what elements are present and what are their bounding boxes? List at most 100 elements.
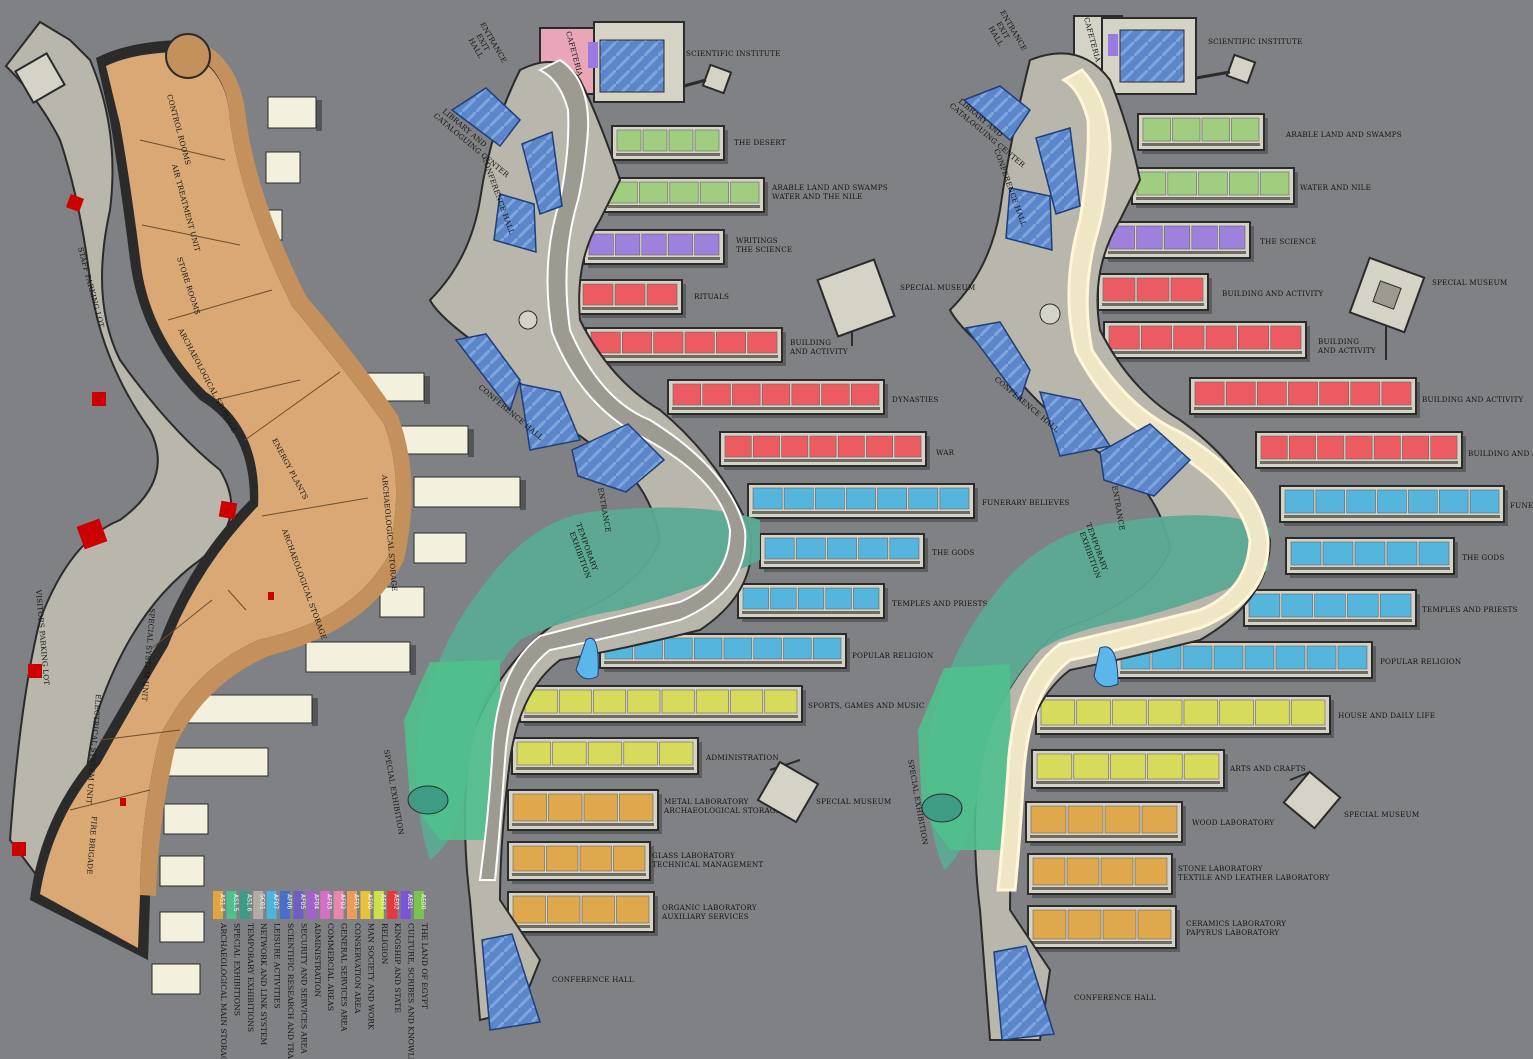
gallery-room bbox=[1194, 381, 1225, 406]
gallery-room bbox=[1076, 699, 1111, 726]
legend-label: CULTURE, SCRIBES AND KNOWLEDGE bbox=[407, 923, 416, 1059]
gallery-room bbox=[747, 331, 778, 354]
gallery-label: DYNASTIES bbox=[892, 395, 939, 404]
gallery-room bbox=[1377, 489, 1407, 514]
gallery-room bbox=[827, 537, 857, 560]
gallery-room bbox=[1260, 435, 1288, 460]
gallery-room bbox=[1345, 435, 1373, 460]
right-gallery-building-1: BUILDING AND ACTIVITY bbox=[1097, 273, 1323, 314]
legend-code: AF02 bbox=[339, 894, 346, 909]
gallery-room bbox=[667, 233, 693, 256]
legend-swatch bbox=[280, 891, 290, 919]
gallery-room bbox=[1136, 225, 1163, 250]
gallery-room bbox=[615, 233, 641, 256]
gallery-room bbox=[1213, 645, 1244, 670]
gallery-room bbox=[623, 741, 658, 766]
gallery-room bbox=[1183, 699, 1219, 726]
gallery-label: FUNERARY BELIEVES bbox=[982, 498, 1070, 507]
gallery-dynasties: DYNASTIES bbox=[667, 379, 939, 418]
special-museum-lower-middle: SPECIAL MUSEUM bbox=[756, 759, 891, 824]
gallery-room bbox=[1315, 489, 1346, 514]
gallery-room bbox=[1438, 489, 1469, 514]
gallery-room bbox=[1430, 435, 1458, 460]
gallery-room bbox=[781, 435, 809, 458]
legend-code: AF03 bbox=[326, 894, 333, 909]
gallery-room bbox=[1402, 435, 1430, 460]
label-special-museum-b: SPECIAL MUSEUM bbox=[816, 797, 891, 806]
gallery-room bbox=[583, 793, 618, 822]
gallery-room bbox=[732, 383, 761, 406]
legend-swatch bbox=[347, 891, 357, 919]
gallery-room bbox=[581, 895, 615, 924]
gallery-room bbox=[1110, 753, 1146, 780]
gallery-room bbox=[1288, 435, 1316, 460]
gallery-room bbox=[1319, 381, 1350, 406]
gallery-room bbox=[764, 537, 795, 560]
right-gallery-popular: POPULAR RELIGION bbox=[1115, 641, 1461, 682]
gallery-room bbox=[1141, 805, 1178, 834]
legend-swatch bbox=[320, 891, 331, 919]
conference-hall-upper bbox=[521, 130, 563, 215]
gallery-room bbox=[1469, 489, 1500, 514]
legend-swatch bbox=[213, 891, 223, 919]
gallery-room bbox=[783, 487, 814, 510]
gallery-rituals: RITUALS bbox=[577, 279, 729, 318]
gallery-room bbox=[770, 587, 797, 610]
gallery-sports: SPORTS, GAMES AND MUSIC bbox=[519, 685, 925, 726]
legend-swatch bbox=[253, 891, 264, 919]
middle-temporary-exhibition bbox=[416, 507, 760, 860]
gallery-room bbox=[1147, 699, 1183, 726]
gallery-room bbox=[1183, 753, 1220, 780]
gallery-room bbox=[1073, 753, 1109, 780]
legend-swatch bbox=[333, 891, 344, 919]
gallery-room bbox=[1290, 541, 1322, 566]
gallery-room bbox=[939, 487, 970, 510]
gallery-room bbox=[1386, 541, 1418, 566]
gallery-label: RITUALS bbox=[694, 292, 729, 301]
gallery-room bbox=[1306, 645, 1337, 670]
wing-shadows bbox=[312, 100, 526, 726]
special-museums: SPECIAL MUSEUM SPECIAL MUSEUM SPECIAL MU… bbox=[756, 256, 1507, 830]
gallery-room bbox=[1288, 381, 1318, 406]
legend-code: AS1.4 bbox=[219, 894, 226, 912]
gallery-room bbox=[622, 331, 652, 354]
gallery-room bbox=[694, 129, 720, 152]
gallery-room bbox=[593, 689, 627, 714]
gallery-room bbox=[724, 435, 752, 458]
gallery-room bbox=[1346, 489, 1376, 514]
gallery-room bbox=[908, 487, 939, 510]
gallery-room bbox=[693, 637, 723, 660]
gallery-room bbox=[1281, 593, 1313, 618]
gallery-room bbox=[791, 383, 820, 406]
gallery-room bbox=[582, 283, 614, 306]
legend-code: AF04 bbox=[312, 894, 319, 909]
middle-corridor bbox=[478, 58, 747, 881]
gallery-room bbox=[1255, 699, 1290, 726]
entrance-canopy bbox=[571, 423, 666, 493]
gallery-room bbox=[1167, 171, 1197, 196]
right-label-entrance-exit: ENTRANCEEXITHALL bbox=[983, 9, 1029, 62]
round-tower bbox=[165, 33, 211, 79]
gallery-room bbox=[1102, 909, 1137, 940]
gallery-administration: ADMINISTRATION bbox=[511, 737, 779, 778]
gallery-room bbox=[742, 587, 769, 610]
right-institute-annex bbox=[1225, 53, 1257, 85]
legend-code: AE00 bbox=[420, 894, 427, 910]
right-gallery-house: HOUSE AND DAILY LIFE bbox=[1035, 695, 1435, 738]
gallery-label: WATER AND NILE bbox=[1300, 183, 1371, 192]
gallery-room bbox=[641, 233, 667, 256]
right-gallery-water: WATER AND NILE bbox=[1131, 167, 1371, 208]
legend-code: AS1.6 bbox=[245, 894, 252, 912]
